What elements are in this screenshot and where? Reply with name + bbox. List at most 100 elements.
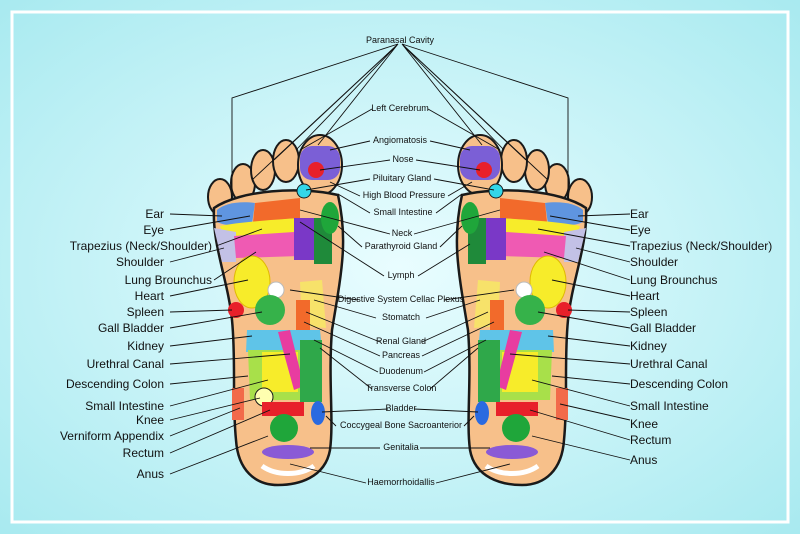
label-stomatch: Stomatch [381,312,421,322]
leader-lymph [299,221,471,277]
left-zone-pituitary [296,183,312,199]
left-zone-pancreas [296,300,310,330]
leader-right-ear [577,213,631,217]
right-zone-bladder [475,401,489,425]
leader-left-trapezius [215,228,263,247]
label-left-gall-bladder: Gall Bladder [97,321,164,335]
leader-transverse-colon [319,347,479,390]
leader-right-small-intestine [531,379,631,407]
right-zone-spleen [556,302,572,318]
label-left-trapezius: Trapezius (Neck/Shoulder) [69,239,212,253]
right-zone-lung [500,232,566,258]
label-right-ear: Ear [630,207,649,221]
label-left-cerebrum: Left Cerebrum [371,103,429,113]
right-toe-2 [500,139,528,183]
right-zone-gallbladder [515,295,545,325]
right-zone-rectum-bar [496,402,538,416]
leader-left-eye [169,215,251,231]
leader-right-anus [531,435,631,461]
label-left-knee: Knee [135,413,164,427]
right-zone-genitalia [502,414,530,442]
label-right-gall-bladder: Gall Bladder [630,321,697,335]
label-right-spleen: Spleen [630,305,668,319]
leader-blood-pressure [329,181,473,197]
label-pituitary-gland: Piluitary Gland [372,173,432,183]
leader-right-knee [559,403,631,421]
label-left-eye: Eye [143,223,164,237]
label-right-eye: Eye [630,223,651,237]
label-left-ear: Ear [145,207,164,221]
left-zone-anus [260,463,316,476]
leader-right-lung [543,251,631,281]
label-small-intestine-center: Small Intestine [373,207,433,217]
leader-right-trapezius [537,228,631,247]
leader-left-urethral [169,353,291,365]
left-zone-bladder [311,401,325,425]
leader-paranasal-right [401,43,569,200]
label-coccygeal-bone: Coccygeal Bone Sacroanterior [339,420,463,430]
right-zone-anus [484,463,540,476]
leader-parathyroid [337,225,463,248]
frame [10,10,790,524]
right-zone-nose [476,162,492,178]
leader-small-intestine-c [337,193,463,214]
leader-right-kidney [547,335,631,347]
leader-renal [305,311,489,343]
label-neck: Neck [391,228,413,238]
label-left-kidney: Kidney [127,339,164,353]
leader-left-gallbladder [169,311,263,329]
leader-left-rectum [169,409,271,454]
label-left-lung-brounchus: Lung Brounchus [124,273,212,287]
label-paranasal-cavity: Paranasal Cavity [365,35,435,45]
label-lymph: Lymph [387,270,415,280]
right-zone-ureter [496,330,522,390]
leader-left-ear [169,213,223,217]
leader-pituitary [305,178,495,191]
label-right-knee: Knee [630,417,659,431]
label-right-shoulder: Shoulder [630,255,679,269]
leader-right-gallbladder [537,311,631,329]
label-duodenum: Duodenum [378,366,424,376]
right-zone-ascending [478,340,500,402]
right-zone-eye [500,198,547,222]
label-renal-gland: Renal Gland [375,336,427,346]
left-zone-spleen [228,302,244,318]
right-zone-pancreas [490,300,504,330]
label-left-anus: Anus [136,467,164,481]
leader-left-lung [213,251,257,281]
leader-bladder [321,408,479,413]
left-zone-heart [233,255,271,309]
label-right-anus: Anus [630,453,658,467]
label-left-heart: Heart [134,289,164,303]
left-zone-knee-outer [232,388,244,420]
left-zone-nose [308,162,324,178]
leader-right-eye [549,215,631,231]
leader-stomach [313,299,481,319]
label-parathyroid-gland: Parathyroid Gland [364,241,438,251]
right-zone-heart [529,255,567,309]
left-zone-rectum-bar [262,402,304,416]
label-left-spleen: Spleen [126,305,164,319]
label-right-trapezius: Trapezius (Neck/Shoulder) [630,239,773,253]
leader-left-descending [169,375,249,385]
leader-coccygeal [325,415,475,427]
label-nose: Nose [392,154,414,164]
label-left-urethral-canal: Urethral Canal [86,357,164,371]
left-foot [207,134,345,487]
leader-right-descending [551,375,631,385]
left-zone-gallbladder [255,295,285,325]
leader-celiac [289,289,515,301]
leader-haemorrhoidallis [289,463,511,484]
left-toe-2 [272,139,300,183]
leader-nose [319,159,481,171]
leader-neck [299,209,501,235]
left-zone-lung [234,232,300,258]
left-zone-eye [253,198,300,222]
right-zone-coccyx [486,445,538,459]
label-right-urethral-canal: Urethral Canal [630,357,708,371]
leader-left-cerebrum [299,108,501,151]
label-right-heart: Heart [630,289,660,303]
label-transverse-colon: Transverse Colon [365,383,437,393]
